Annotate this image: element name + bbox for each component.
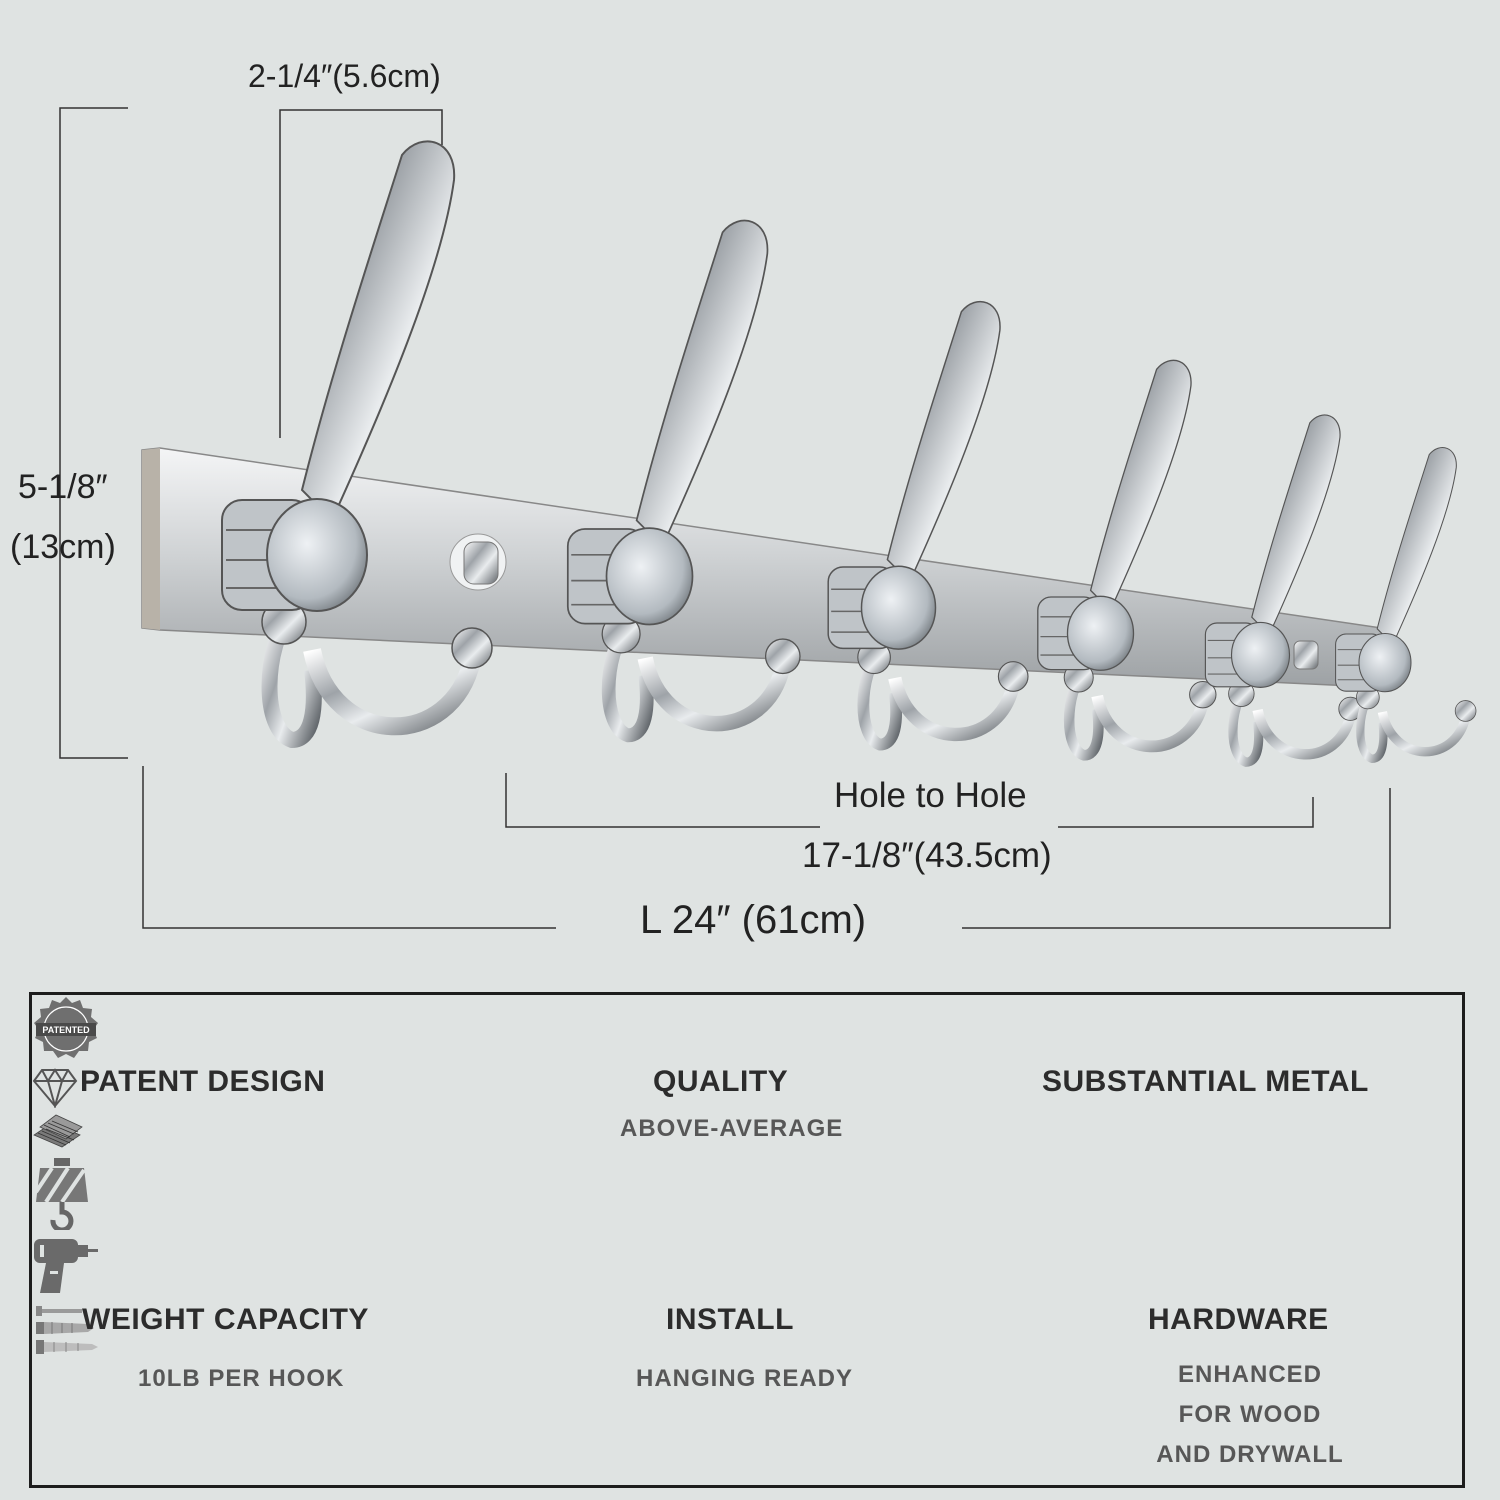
screw-anchor-icon xyxy=(32,1304,1462,1365)
hook-3 xyxy=(827,300,1029,751)
length-label: L 24″ (61cm) xyxy=(640,898,867,942)
dim-line-height xyxy=(59,107,128,759)
mount-screw-left xyxy=(449,533,507,591)
feature-subtitle-weight: 10LB PER HOOK xyxy=(138,1365,345,1392)
height-cm-label: (13cm) xyxy=(10,528,116,566)
hole-to-hole-value: 17-1/8″(43.5cm) xyxy=(802,836,1052,875)
dim-line-length-right xyxy=(962,788,1391,929)
feature-title-metal: SUBSTANTIAL METAL xyxy=(1042,1065,1369,1098)
crane-hook-icon xyxy=(32,1158,1462,1235)
hook-4 xyxy=(1037,359,1217,761)
feature-title-patent: PATENT DESIGN xyxy=(80,1065,326,1098)
badge-text: PATENTED xyxy=(42,1025,90,1035)
feature-subtitle-hardware: ENHANCED FOR WOOD AND DRYWALL xyxy=(1150,1355,1350,1475)
dim-line-length-left xyxy=(142,766,556,929)
hole-to-hole-label: Hole to Hole xyxy=(834,776,1027,815)
hook-rack-illustration xyxy=(59,107,1477,929)
dim-line-hole-to-hole-right xyxy=(1058,797,1314,828)
hardware-line-3: AND DRYWALL xyxy=(1156,1441,1344,1468)
dimension-lines xyxy=(59,107,1391,929)
hardware-line-1: ENHANCED xyxy=(1177,1361,1322,1388)
metal-bars-icon xyxy=(32,1113,1462,1158)
feature-subtitle-install: HANGING READY xyxy=(636,1365,854,1392)
mount-screw-right xyxy=(1293,640,1319,670)
feature-title-quality: QUALITY xyxy=(653,1065,789,1098)
hook-5 xyxy=(1204,414,1363,767)
hook-1 xyxy=(221,140,493,749)
height-inches-label: 5-1/8″ xyxy=(18,468,108,506)
dim-line-hook-spacing xyxy=(279,109,443,438)
hook-2 xyxy=(566,219,801,743)
dim-line-hole-to-hole xyxy=(505,773,820,828)
hook-6 xyxy=(1335,447,1477,763)
diamond-icon xyxy=(32,1068,1462,1113)
features-panel: PATENTED PATENT DESIGN QUALITY ABOVE-AVE… xyxy=(29,992,1465,1488)
feature-subtitle-quality: ABOVE-AVERAGE xyxy=(620,1115,844,1142)
feature-title-weight: WEIGHT CAPACITY xyxy=(82,1303,369,1336)
hardware-line-2: FOR WOOD xyxy=(1178,1401,1322,1428)
feature-title-hardware: HARDWARE xyxy=(1148,1303,1329,1336)
patented-badge-icon: PATENTED xyxy=(32,995,1462,1068)
feature-title-install: INSTALL xyxy=(666,1303,794,1336)
hook-spacing-label: 2-1/4″(5.6cm) xyxy=(248,58,441,94)
drill-icon xyxy=(32,1235,1462,1304)
